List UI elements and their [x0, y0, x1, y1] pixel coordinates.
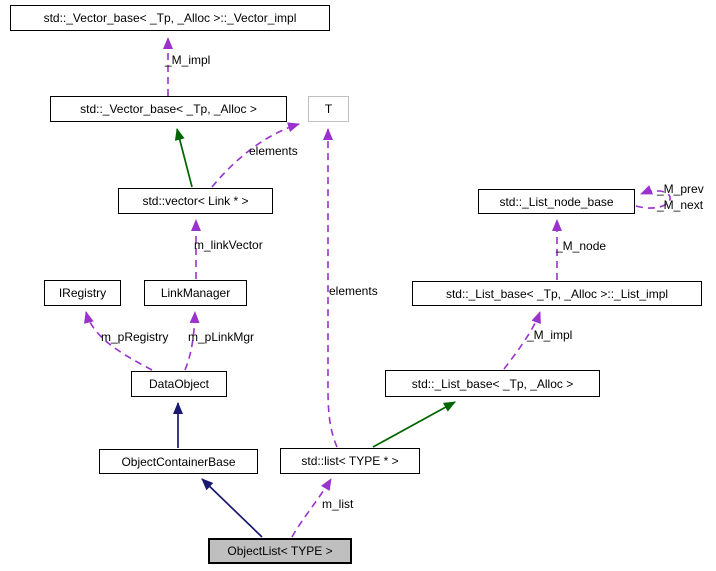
node-label: T	[324, 102, 333, 116]
node-label: ObjectList< TYPE >	[227, 544, 333, 558]
edge-label-m-linkvector: m_linkVector	[194, 238, 263, 252]
edge-label-m-list: m_list	[322, 497, 354, 511]
node-label: DataObject	[148, 377, 210, 391]
node-label: std::_List_node_base	[499, 194, 614, 209]
node-label: std::_List_base< _Tp, _Alloc >	[411, 376, 574, 391]
node-vector-impl: std::_Vector_base< _Tp, _Alloc >::_Vecto…	[10, 5, 330, 31]
node-objectcontainerbase[interactable]: ObjectContainerBase	[99, 449, 258, 474]
edge-inherit-vector-to-vectorbase	[174, 128, 193, 188]
edge-label-m-node: _M_node	[556, 239, 607, 253]
edge-label-m-pregistry: m_pRegistry	[101, 330, 169, 344]
node-label: IRegistry	[58, 286, 107, 300]
node-vector-base: std::_Vector_base< _Tp, _Alloc >	[50, 96, 287, 122]
edge-usage-m-list	[291, 478, 332, 538]
node-linkmanager[interactable]: LinkManager	[144, 280, 247, 306]
node-list-node-base: std::_List_node_base	[478, 189, 635, 214]
node-iregistry[interactable]: IRegistry	[44, 280, 121, 306]
node-label: ObjectContainerBase	[121, 454, 236, 469]
edge-label-elements-list: elements	[329, 284, 378, 298]
edge-usage-self-loop-prev-next	[635, 185, 671, 209]
node-objectlist-current: ObjectList< TYPE >	[208, 538, 352, 564]
node-label: std::_Vector_base< _Tp, _Alloc >	[80, 102, 257, 116]
edge-inherit-list-to-listbase	[372, 401, 456, 448]
edge-label-m-impl-list: _M_impl	[527, 328, 573, 342]
edge-label-m-next: _M_next	[657, 198, 704, 212]
edge-usage-elements-list-to-t	[323, 128, 338, 448]
node-label: std::list< TYPE * >	[301, 454, 399, 468]
node-label: std::_List_base< _Tp, _Alloc >::_List_im…	[445, 286, 669, 301]
node-std-vector-link[interactable]: std::vector< Link * >	[118, 188, 273, 214]
node-label: std::_Vector_base< _Tp, _Alloc >::_Vecto…	[43, 11, 297, 25]
edge-usage-m-pregistry	[84, 311, 153, 371]
node-list-impl: std::_List_base< _Tp, _Alloc >::_List_im…	[412, 281, 702, 306]
node-template-param-t: T	[308, 96, 349, 122]
node-dataobject[interactable]: DataObject	[131, 371, 227, 397]
node-std-list-type[interactable]: std::list< TYPE * >	[280, 448, 420, 474]
node-list-base: std::_List_base< _Tp, _Alloc >	[385, 370, 600, 397]
edge-label-m-plinkmgr: m_pLinkMgr	[188, 330, 255, 344]
edge-label-elements-vector: elements	[249, 144, 298, 158]
edge-usage-m-plinkmgr	[184, 311, 200, 371]
edge-usage-m-impl-list	[503, 311, 541, 370]
edge-usage-elements-vector-to-t	[211, 122, 300, 188]
edge-label-m-impl-vector: _M_impl	[165, 53, 211, 67]
node-label: std::vector< Link * >	[142, 194, 249, 208]
node-label: LinkManager	[160, 286, 231, 300]
edge-inherit-objectlist-to-ocb	[201, 478, 263, 538]
edge-label-m-prev: _M_prev	[657, 182, 704, 196]
